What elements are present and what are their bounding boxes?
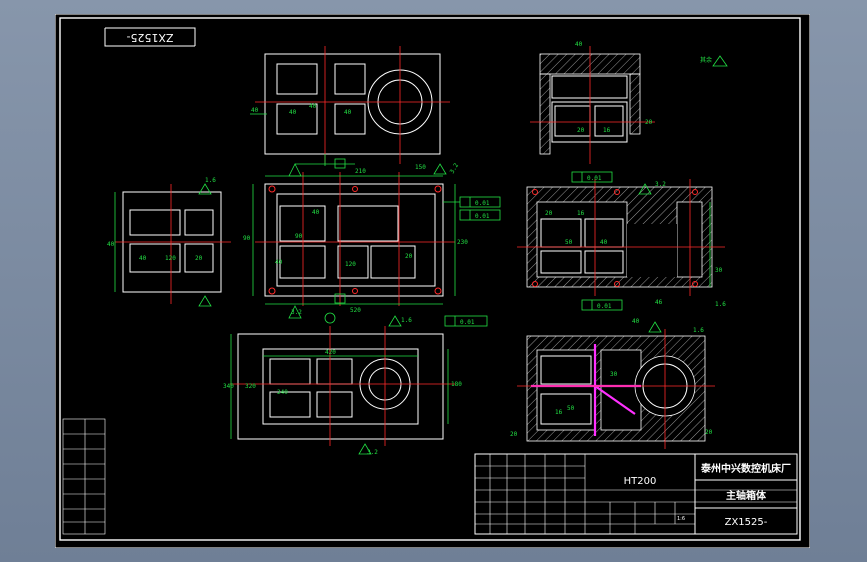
svg-text:520: 520 (350, 307, 361, 314)
svg-text:50: 50 (565, 239, 573, 246)
svg-text:0.01: 0.01 (460, 319, 475, 326)
company-name: 泰州中兴数控机床厂 (700, 462, 791, 475)
svg-text:320: 320 (245, 383, 256, 390)
svg-text:120: 120 (165, 255, 176, 262)
svg-text:3.2: 3.2 (367, 449, 378, 456)
svg-text:20: 20 (705, 429, 713, 436)
svg-text:340: 340 (223, 383, 234, 390)
drawing-number: ZX1525- (725, 517, 768, 528)
svg-text:0.01: 0.01 (475, 213, 490, 220)
svg-text:0.01: 0.01 (475, 200, 490, 207)
svg-text:30: 30 (610, 371, 618, 378)
svg-text:0.01: 0.01 (587, 175, 602, 182)
drawing-number-stamp: ZX1525- (104, 27, 196, 47)
bottom-right-section: 16 30 50 20 20 40 1.6 (510, 318, 715, 449)
svg-text:20: 20 (577, 127, 585, 134)
svg-text:40: 40 (275, 259, 283, 266)
svg-text:420: 420 (325, 349, 336, 356)
svg-text:50: 50 (567, 405, 575, 412)
svg-text:90: 90 (243, 235, 251, 242)
revision-strip (62, 418, 106, 535)
svg-text:20: 20 (510, 431, 518, 438)
material-label: HT200 (624, 476, 657, 487)
svg-text:1.6: 1.6 (401, 317, 412, 324)
svg-text:40: 40 (632, 318, 640, 325)
svg-text:16: 16 (603, 127, 611, 134)
svg-text:40: 40 (600, 239, 608, 246)
bottom-view: 420 180 340 320 240 0.01 3.2 1.6 (223, 312, 488, 456)
inner-border (59, 17, 801, 541)
svg-text:90: 90 (295, 233, 303, 240)
front-view: 210 150 520 230 90 90 120 40 20 40 0.01 … (243, 158, 501, 319)
svg-text:30: 30 (715, 267, 723, 274)
svg-text:其余: 其余 (700, 56, 712, 64)
svg-text:1.6: 1.6 (693, 327, 704, 334)
svg-text:240: 240 (277, 389, 288, 396)
title-block: HT200 泰州中兴数控机床厂 主轴箱体 ZX1525- 1:6 (474, 453, 798, 535)
svg-text:3.2: 3.2 (449, 162, 461, 175)
svg-text:ZX1525-: ZX1525- (126, 31, 173, 44)
svg-text:40: 40 (344, 109, 352, 116)
svg-text:20: 20 (195, 255, 203, 262)
top-right-section: 20 16 20 40 其余 (530, 41, 728, 164)
svg-text:20: 20 (405, 253, 413, 260)
part-name: 主轴箱体 (726, 489, 767, 502)
svg-text:20: 20 (645, 119, 653, 126)
drawing-sheet: ZX1525- 40 40 40 40 (55, 14, 810, 548)
svg-text:180: 180 (451, 381, 462, 388)
svg-text:230: 230 (457, 239, 468, 246)
svg-text:16: 16 (555, 409, 563, 416)
svg-text:120: 120 (345, 261, 356, 268)
svg-text:40: 40 (575, 41, 583, 48)
left-side-view: 40 120 40 20 1.6 (107, 177, 231, 307)
svg-text:150: 150 (415, 164, 426, 171)
svg-text:40: 40 (289, 109, 297, 116)
right-mid-section: 0.01 0.01 16 20 50 40 46 30 1.6 3.2 (517, 171, 726, 311)
svg-text:210: 210 (355, 168, 366, 175)
svg-text:20: 20 (545, 210, 553, 217)
svg-text:40: 40 (107, 241, 115, 248)
svg-text:0.01: 0.01 (597, 303, 612, 310)
top-view: 40 40 40 40 (250, 46, 450, 166)
svg-text:3.2: 3.2 (655, 181, 666, 188)
svg-text:46: 46 (655, 299, 663, 306)
svg-text:40: 40 (312, 209, 320, 216)
svg-text:40: 40 (139, 255, 147, 262)
svg-text:16: 16 (577, 210, 585, 217)
svg-text:40: 40 (251, 107, 259, 114)
scale-value: 1:6 (677, 516, 685, 522)
svg-text:1.6: 1.6 (715, 301, 726, 308)
svg-text:1.6: 1.6 (205, 177, 216, 184)
cad-drawing: ZX1525- 40 40 40 40 (55, 14, 810, 548)
svg-text:3.2: 3.2 (291, 309, 302, 316)
svg-text:40: 40 (309, 103, 317, 110)
